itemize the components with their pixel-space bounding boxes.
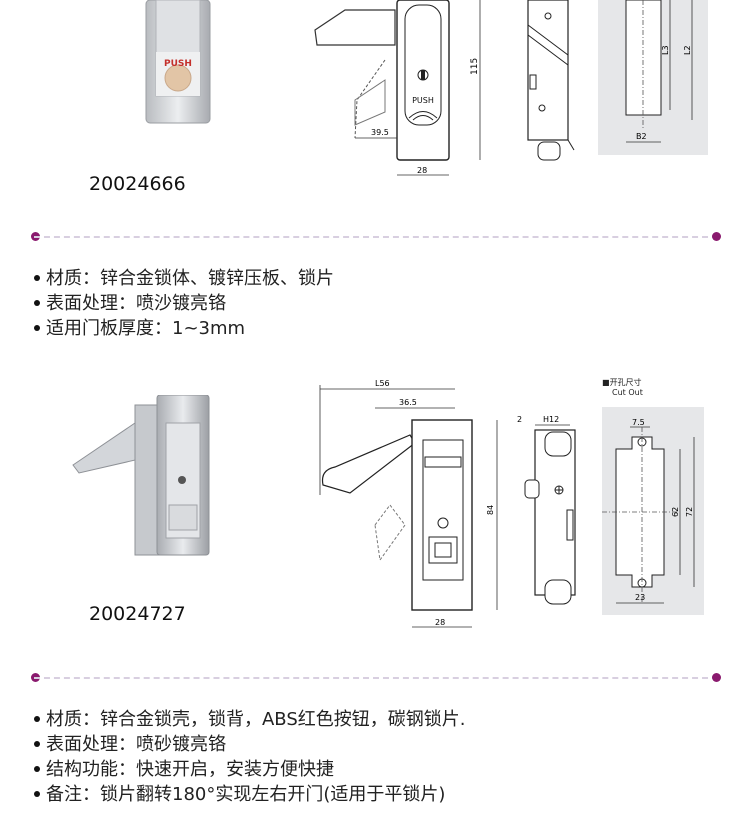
product-2-photo xyxy=(65,394,215,560)
cut-72: 72 xyxy=(685,507,694,517)
cut-l3: L3 xyxy=(661,45,670,55)
cut-l2: L2 xyxy=(683,45,692,55)
dim-height-2: 84 xyxy=(486,505,495,515)
spec-item: 备注：锁片翻转180°实现左右开门(适用于平锁片) xyxy=(34,782,466,807)
divider-dot-right xyxy=(712,232,721,241)
spec-item: 材质：锌合金锁壳，锁背，ABS红色按钮，碳钢锁片. xyxy=(34,707,466,732)
spec-item: 表面处理：喷砂镀亮铬 xyxy=(34,732,466,757)
cutout-title: ■开孔尺寸 Cut Out xyxy=(602,378,643,397)
spec-item: 适用门板厚度：1~3mm xyxy=(34,316,334,341)
product-1-cutout: L3 L2 B2 xyxy=(598,0,708,155)
dim-height: 115 xyxy=(470,58,480,75)
spec-item: 结构功能：快速开启，安装方便快捷 xyxy=(34,757,466,782)
product-2-drawing-side: 2 H12 xyxy=(515,410,585,610)
cut-top: 7.5 xyxy=(632,418,645,427)
dim-lever-offset-2: 36.5 xyxy=(399,398,417,407)
cut-23: 23 xyxy=(635,593,645,602)
product-2-code: 20024727 xyxy=(89,603,186,625)
product-1-code: 20024666 xyxy=(89,173,186,195)
dim-width: 28 xyxy=(417,166,427,175)
cut-b2: B2 xyxy=(636,132,647,141)
divider-dot-right xyxy=(712,673,721,682)
product-2-specs: 材质：锌合金锁壳，锁背，ABS红色按钮，碳钢锁片. 表面处理：喷砂镀亮铬 结构功… xyxy=(34,707,466,807)
push-text: PUSH xyxy=(412,96,434,105)
product-1-photo: PUSH xyxy=(130,0,230,125)
product-2-drawing-front: L56 36.5 84 28 xyxy=(315,375,505,630)
side-gap: 2 xyxy=(517,415,522,424)
cut-62: 62 xyxy=(671,507,680,517)
divider-1 xyxy=(34,236,718,238)
spec-item: 表面处理：喷沙镀亮铬 xyxy=(34,291,334,316)
product-1-drawing-front: PUSH 115 28 39.5 xyxy=(305,0,500,185)
product-1-specs: 材质：锌合金锁体、镀锌压板、锁片 表面处理：喷沙镀亮铬 适用门板厚度：1~3mm xyxy=(34,266,334,341)
dim-width-2: 28 xyxy=(435,618,445,627)
dim-lever-offset: 39.5 xyxy=(371,128,389,137)
push-label: PUSH xyxy=(164,59,192,69)
spec-item: 材质：锌合金锁体、镀锌压板、锁片 xyxy=(34,266,334,291)
side-h: H12 xyxy=(543,415,559,424)
product-2-cutout: 7.5 62 72 23 xyxy=(602,407,704,615)
product-1-drawing-side xyxy=(508,0,583,175)
dim-lever-len: L56 xyxy=(375,379,390,388)
divider-2 xyxy=(34,677,718,679)
